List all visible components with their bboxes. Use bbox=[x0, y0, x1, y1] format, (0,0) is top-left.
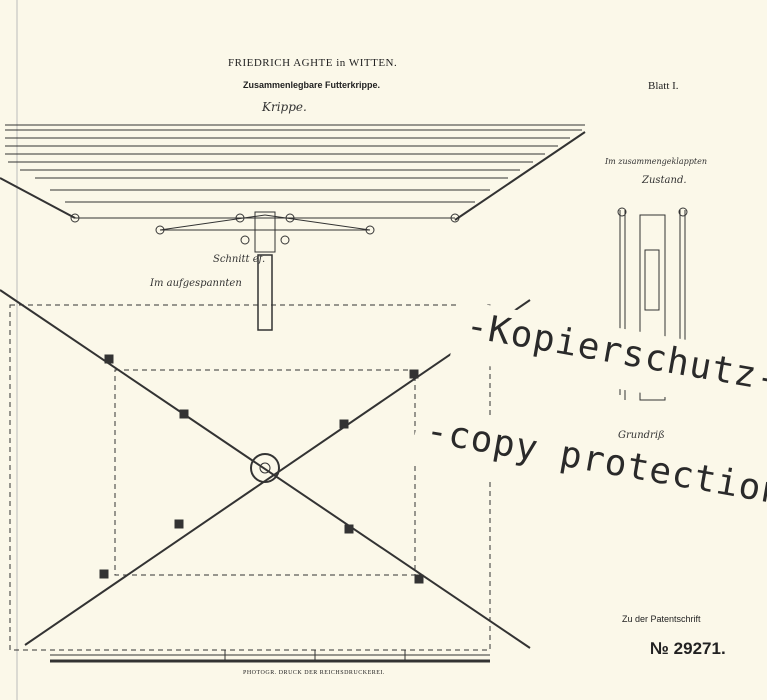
zustand-label: Zustand. bbox=[642, 175, 687, 186]
grundriss-label: Grundriß bbox=[618, 430, 665, 441]
invention-title: Zusammenlegbare Futterkrippe. bbox=[243, 80, 381, 90]
zusammengeklappt-label: Im zusammengeklappten bbox=[605, 157, 707, 166]
inventor-name: FRIEDRICH AGHTE in WITTEN. bbox=[228, 57, 398, 69]
patent-number: № 29271. bbox=[650, 639, 726, 658]
plan-view bbox=[0, 289, 531, 651]
krippe-side-view bbox=[0, 124, 586, 331]
krippe-label: Krippe. bbox=[262, 100, 307, 114]
patent-reference: Zu der Patentschrift bbox=[622, 614, 701, 624]
scale-bar bbox=[50, 650, 490, 663]
aufgespannt-label: Im aufgespannten bbox=[150, 278, 242, 289]
printer-credit: PHOTOGR. DRUCK DER REICHSDRUCKEREI. bbox=[243, 670, 385, 676]
sheet-number: Blatt I. bbox=[648, 80, 679, 92]
schnitt-label: Schnitt ef. bbox=[213, 254, 266, 265]
